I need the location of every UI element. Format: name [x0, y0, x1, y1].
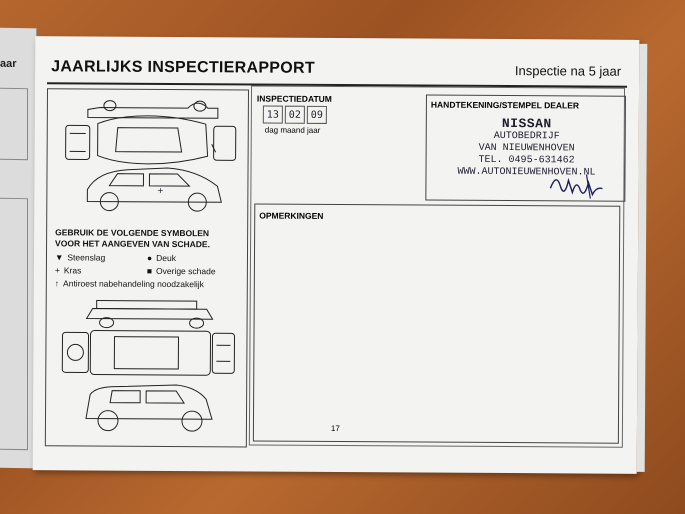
remarks-label: OPMERKINGEN	[259, 210, 324, 221]
form-title: JAARLIJKS INSPECTIERAPPORT	[51, 58, 316, 77]
dent-icon: ●	[146, 252, 153, 263]
damage-diagram-panel: + GEBRUIK DE VOLGENDE SYMBOLEN VOOR HET …	[44, 88, 250, 448]
dealer-signature-label: HANDTEKENING/STEMPEL DEALER	[430, 99, 580, 111]
left-page-box	[0, 87, 28, 161]
page-number: 17	[330, 423, 340, 434]
inspection-year-field[interactable]: 09	[306, 105, 327, 124]
inspection-date-fields: 13 02 09	[262, 105, 327, 124]
stamp-company-name: VAN NIEUWENHOVEN	[478, 142, 575, 155]
legend-label: Overige schade	[156, 265, 216, 277]
legend-label: Steenslag	[67, 252, 106, 263]
left-page-edge: aar	[0, 27, 37, 469]
inspection-day-field[interactable]: 13	[262, 105, 283, 124]
legend-label: Deuk	[156, 252, 176, 264]
stamp-company: AUTOBEDRIJF	[493, 130, 560, 143]
legend-label: Kras	[63, 265, 82, 276]
left-page-tab-text: aar	[0, 57, 17, 71]
dealer-signature	[549, 174, 603, 199]
other-damage-icon: ■	[146, 265, 153, 276]
legend: GEBRUIK DE VOLGENDE SYMBOLEN VOOR HET AA…	[55, 227, 245, 289]
sedan-diagram-illustration: +	[65, 100, 237, 212]
svg-text:+: +	[157, 186, 163, 197]
legend-heading-line2: VOOR HET AANGEVEN VAN SCHADE.	[55, 238, 211, 250]
legend-label: Antiroest nabehandeling noodzakelijk	[63, 278, 204, 290]
stamp-brand: NISSAN	[501, 116, 552, 132]
stamp-phone: TEL. 0495-631462	[478, 154, 575, 167]
left-page-box	[0, 197, 28, 451]
scratch-icon: +	[54, 265, 60, 276]
rust-treatment-icon: ↑	[54, 278, 60, 289]
stone-chip-icon: ▼	[54, 252, 64, 263]
dealer-signature-section: HANDTEKENING/STEMPEL DEALER NISSAN AUTOB…	[425, 94, 626, 202]
inspection-month-field[interactable]: 02	[284, 105, 305, 124]
remarks-section: OPMERKINGEN	[252, 203, 621, 444]
suv-diagram-illustration	[61, 300, 236, 432]
inspection-date-label: INSPECTIEDATUM	[256, 93, 332, 104]
inspection-date-caption: dag maand jaar	[264, 125, 321, 135]
form-subtitle: Inspectie na 5 jaar	[514, 63, 622, 79]
form-page: JAARLIJKS INSPECTIERAPPORT Inspectie na …	[32, 36, 640, 474]
